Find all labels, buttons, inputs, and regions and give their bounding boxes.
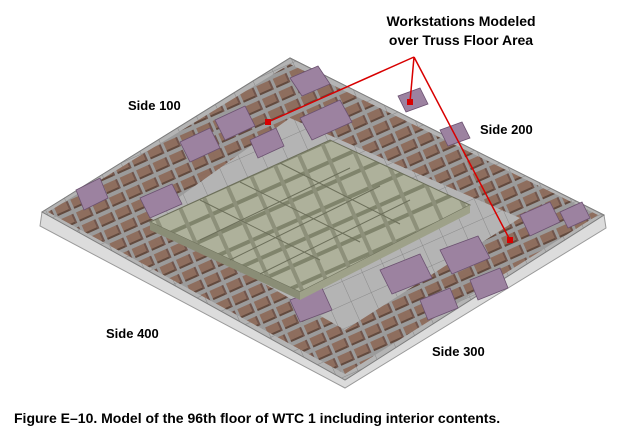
callout-markers (265, 99, 513, 243)
core-area (148, 139, 472, 300)
figure-caption: Figure E–10. Model of the 96th floor of … (14, 410, 501, 426)
callout-label: Workstations Modeled over Truss Floor Ar… (372, 12, 550, 50)
partition-clusters (75, 65, 591, 323)
callout-lines (267, 56, 511, 241)
side-100-label: Side 100 (128, 98, 181, 113)
callout-line-2: over Truss Floor Area (388, 32, 534, 48)
side-200-label: Side 200 (480, 122, 533, 137)
callout-line-1: Workstations Modeled (386, 13, 536, 29)
side-400-label: Side 400 (106, 326, 159, 341)
side-300-label: Side 300 (432, 344, 485, 359)
